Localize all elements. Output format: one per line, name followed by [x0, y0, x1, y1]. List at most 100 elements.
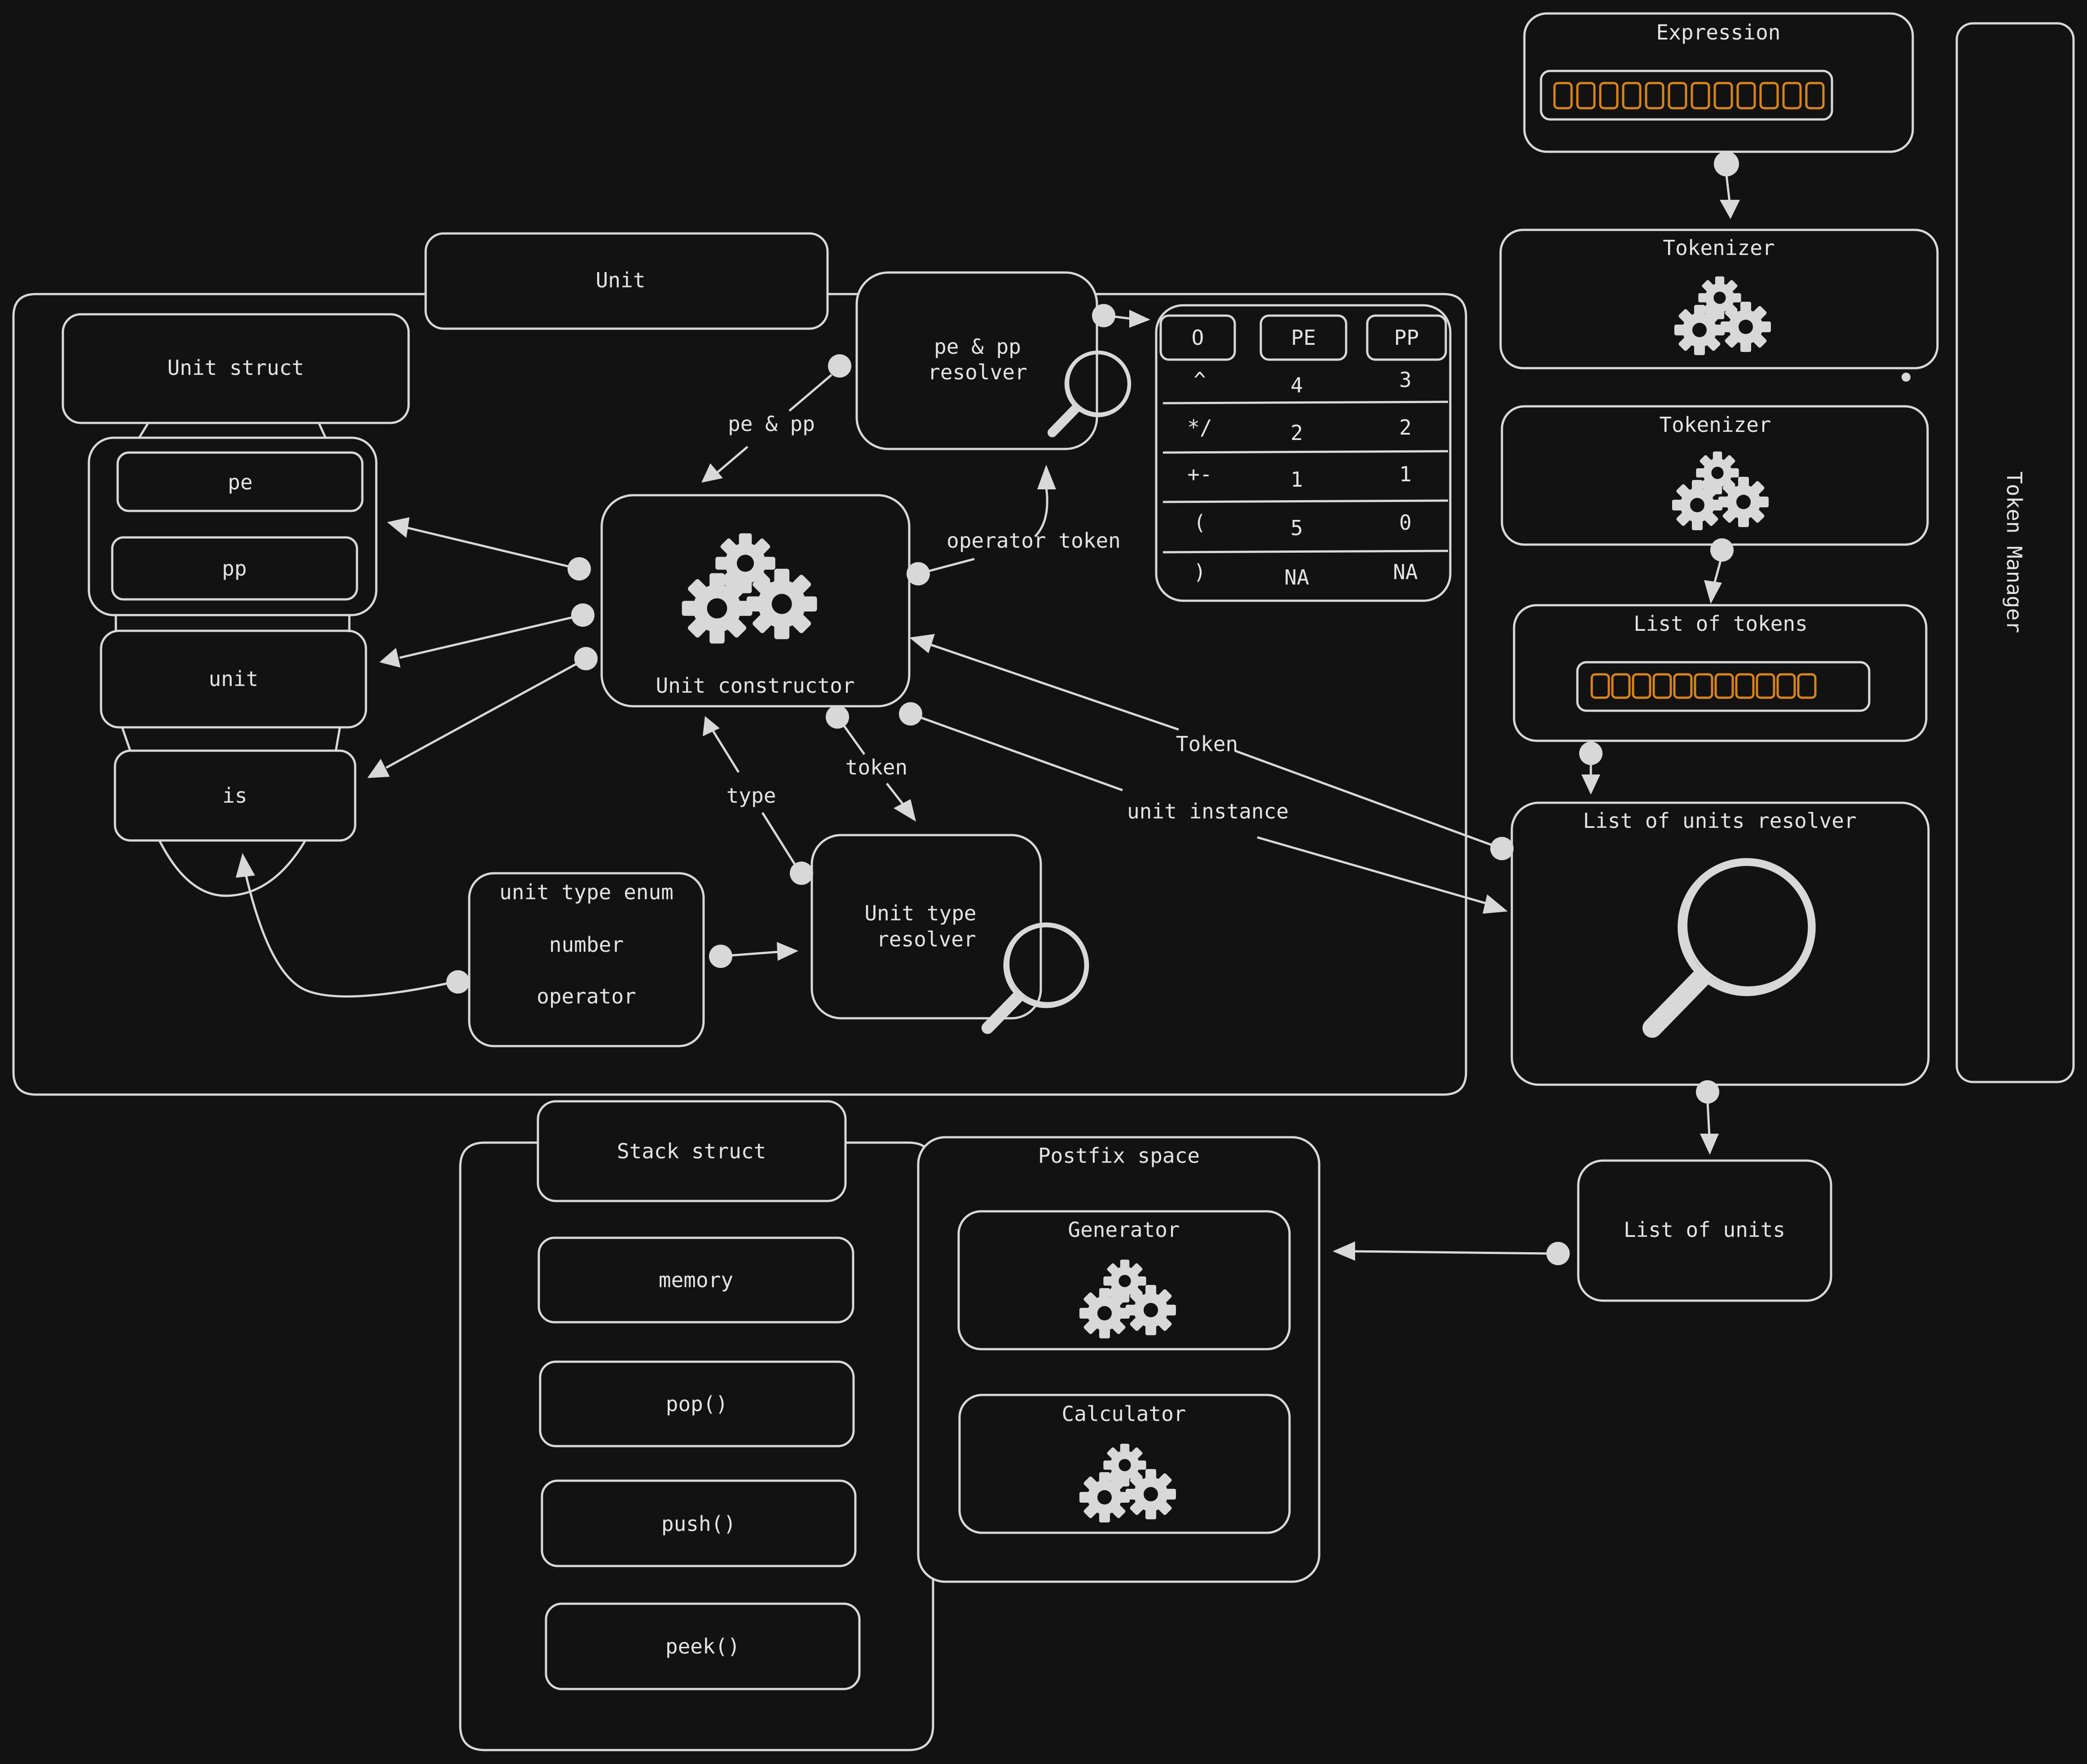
- table-cell: 1: [1399, 462, 1412, 486]
- unit-type-enum-box: [468, 872, 705, 1047]
- edge-label-token: token: [845, 755, 907, 779]
- search-icon: [988, 925, 1087, 1028]
- token-cell: [1611, 673, 1631, 699]
- stack-pop: [539, 1360, 855, 1447]
- list-of-units-box: [1577, 1159, 1832, 1302]
- edge-label-pe-pp: pe & pp: [728, 412, 815, 436]
- stack-memory-label: memory: [659, 1268, 733, 1292]
- token-cell: [1590, 673, 1610, 699]
- token-cell: [1645, 82, 1664, 110]
- unit-struct-body: [88, 436, 378, 616]
- gears-icon: [1674, 277, 1771, 355]
- edge-label-token-cap: Token: [1176, 732, 1238, 756]
- stack-struct-title-box: [537, 1100, 847, 1202]
- stack-struct-title: Stack struct: [617, 1139, 766, 1163]
- search-icon: [1652, 862, 1812, 1028]
- pe-pp-resolver-line1: pe & pp: [934, 334, 1021, 359]
- stack-pop-label: pop(): [666, 1392, 728, 1416]
- token-cell: [1805, 82, 1825, 110]
- table-cell: 2: [1290, 421, 1303, 445]
- unit-type-enum-title: unit type enum: [499, 880, 674, 904]
- table-cell: ^: [1193, 368, 1206, 392]
- gears-icon: [1672, 452, 1769, 530]
- token-cell: [1576, 82, 1596, 110]
- table-header-text: PP: [1394, 326, 1419, 350]
- unit-type-resolver-line2: resolver: [876, 927, 976, 951]
- list-of-tokens-title: List of tokens: [1633, 611, 1808, 636]
- unit-title-box: [424, 232, 829, 330]
- stack-push-label: push(): [661, 1512, 736, 1536]
- list-of-units-resolver-title: List of units resolver: [1583, 809, 1856, 833]
- token-cell: [1553, 82, 1573, 110]
- token-cell: [1599, 82, 1619, 110]
- token-cell: [1782, 82, 1802, 110]
- unit-title: Unit: [596, 268, 646, 292]
- table-cell: (: [1193, 510, 1206, 535]
- token-cell: [1622, 82, 1642, 110]
- tokenizer-title: Tokenizer: [1663, 236, 1774, 260]
- table-cell: ): [1193, 560, 1206, 584]
- pe-pp-resolver-box: [855, 271, 1098, 450]
- list-tokens: [1590, 673, 1817, 699]
- token-manager-label: Token Manager: [2002, 471, 2026, 633]
- search-icon: [1052, 352, 1130, 433]
- calculator-title: Calculator: [1062, 1402, 1186, 1426]
- table-cell: NA: [1393, 560, 1418, 584]
- token-cell: [1713, 82, 1733, 110]
- token-cell: [1652, 673, 1672, 699]
- unit-type-resolver-box: [810, 834, 1042, 1020]
- field-unit-label: unit: [209, 667, 259, 691]
- field-pp: [111, 536, 358, 601]
- stack-peek-label: peek(): [665, 1634, 740, 1658]
- token-manager-panel: [1955, 22, 2075, 1083]
- token-cell: [1632, 673, 1651, 699]
- table-cell: */: [1187, 415, 1212, 440]
- table-cell: 4: [1290, 373, 1303, 397]
- unit-constructor-box: [600, 494, 911, 708]
- stack-peek: [545, 1602, 861, 1690]
- stack-memory: [537, 1236, 854, 1324]
- token-cell: [1776, 673, 1796, 699]
- postfix-space-title: Postfix space: [1038, 1144, 1200, 1168]
- edge-dot: [1714, 151, 1739, 176]
- unit-constructor-label: Unit constructor: [656, 673, 854, 698]
- gears-icon: [682, 533, 817, 643]
- table-cell: 3: [1399, 368, 1412, 392]
- edge-label-type: type: [726, 783, 776, 808]
- edge-label-operator-token: operator token: [947, 528, 1121, 553]
- field-is-label: is: [222, 783, 247, 808]
- unit-struct-box: [62, 313, 410, 424]
- expression-token-strip: [1540, 70, 1833, 121]
- token-cell: [1714, 673, 1734, 699]
- edge-label-unit-instance: unit instance: [1127, 799, 1289, 823]
- tokens-strip: [1576, 661, 1871, 712]
- generator-title: Generator: [1068, 1218, 1180, 1242]
- table-header-text: PE: [1291, 326, 1316, 350]
- unit-type-enum-operator: operator: [537, 984, 636, 1008]
- arrowhead: [1720, 200, 1740, 219]
- token-cell: [1759, 82, 1779, 110]
- table-header-cell: [1159, 314, 1236, 361]
- list-of-tokens-box: [1513, 604, 1928, 742]
- field-unit: [100, 629, 367, 729]
- stack-push: [541, 1479, 857, 1567]
- token-cell: [1736, 82, 1756, 110]
- list-of-units-resolver-box: [1510, 801, 1930, 1086]
- table-cell: 5: [1290, 516, 1303, 540]
- table-cell: 2: [1399, 415, 1412, 440]
- field-is: [114, 749, 357, 842]
- expression-box: [1523, 12, 1914, 153]
- precedence-table: [1155, 304, 1452, 602]
- token-cell: [1673, 673, 1693, 699]
- pe-pp-resolver-line2: resolver: [928, 360, 1027, 384]
- field-pe: [116, 451, 364, 512]
- expression-tokens: [1553, 82, 1825, 110]
- tokenizer-title: Tokenizer: [1659, 413, 1771, 437]
- token-cell: [1668, 82, 1687, 110]
- field-pp-label: pp: [222, 556, 247, 581]
- table-cell: NA: [1284, 565, 1309, 589]
- tokenizer-box: [1499, 229, 1939, 370]
- token-cell: [1691, 82, 1710, 110]
- unit-type-enum-number: number: [549, 933, 624, 957]
